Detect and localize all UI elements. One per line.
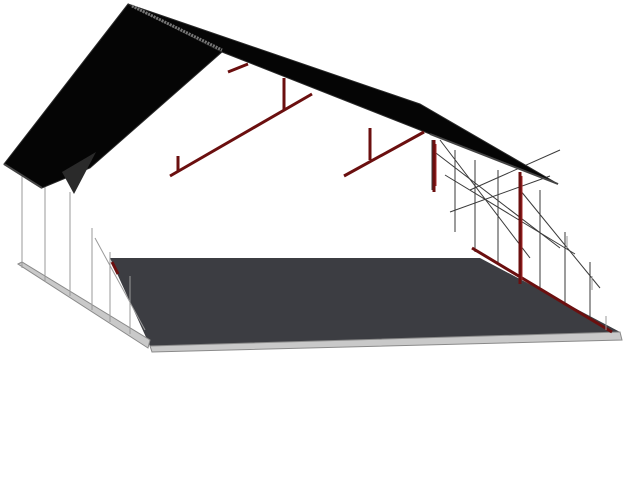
floor-slab-edge [149, 331, 623, 353]
steel-frame-highlight [435, 144, 523, 280]
roof-right-slope [127, 3, 559, 185]
roof-ridge-cap [131, 4, 223, 52]
left-wall-posts [21, 175, 131, 334]
left-footing-beam [16, 261, 151, 349]
roof-eave-trim [3, 133, 559, 189]
floor-slab [110, 258, 620, 346]
steel-frame [110, 62, 613, 334]
left-wall-rail [94, 237, 146, 331]
wall-stud-ticks [566, 236, 607, 330]
right-wall-bracing [431, 139, 601, 318]
roof-gable-shadow [62, 152, 96, 194]
